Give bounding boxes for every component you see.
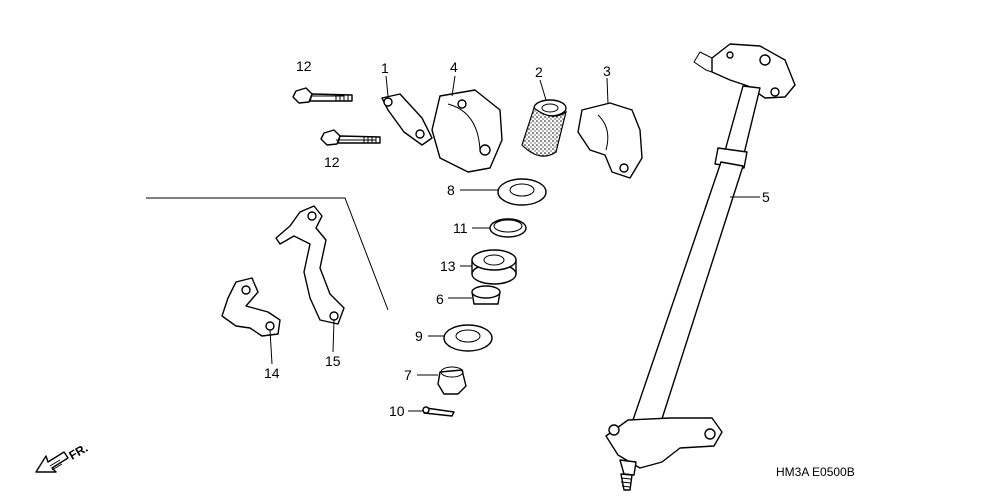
arrow-down-left-icon xyxy=(35,451,69,473)
steering-bushing xyxy=(521,99,567,157)
callout-13: 13 xyxy=(440,258,456,274)
steering-shaft xyxy=(605,43,796,491)
callout-12-lower: 12 xyxy=(324,154,340,170)
callout-8: 8 xyxy=(447,182,455,198)
callout-15: 15 xyxy=(325,353,341,369)
callout-3: 3 xyxy=(603,63,611,79)
leader-lines xyxy=(269,75,760,412)
front-label: FR. xyxy=(67,441,91,463)
cable-guide xyxy=(275,205,345,325)
drawing-code: HM3A E0500B xyxy=(776,465,855,479)
ball-bearing xyxy=(471,249,517,285)
shaft-holder-b xyxy=(577,102,643,179)
cable-clamp xyxy=(221,277,281,337)
collar xyxy=(471,285,501,305)
callout-9: 9 xyxy=(415,328,423,344)
callout-1: 1 xyxy=(381,60,389,76)
subassembly-divider xyxy=(146,197,389,311)
shaft-holder-a xyxy=(431,89,503,173)
oil-seal-lower xyxy=(443,324,493,352)
oil-seal-upper xyxy=(497,178,547,206)
callout-4: 4 xyxy=(450,59,458,75)
callout-7: 7 xyxy=(404,367,412,383)
callout-6: 6 xyxy=(436,291,444,307)
callout-5: 5 xyxy=(762,189,770,205)
cotter-pin xyxy=(422,406,455,417)
holder-plate xyxy=(381,93,433,146)
callout-14: 14 xyxy=(264,365,280,381)
callout-10: 10 xyxy=(389,403,405,419)
flange-bolt-lower xyxy=(320,129,381,146)
front-indicator: FR. xyxy=(35,441,91,473)
callout-labels: 1 2 3 4 5 6 7 8 9 10 11 12 12 13 14 15 xyxy=(264,58,770,419)
retaining-ring xyxy=(489,218,527,238)
callout-2: 2 xyxy=(535,64,543,80)
castle-nut xyxy=(437,366,467,395)
callout-12-upper: 12 xyxy=(296,58,312,74)
callout-11: 11 xyxy=(453,220,468,236)
